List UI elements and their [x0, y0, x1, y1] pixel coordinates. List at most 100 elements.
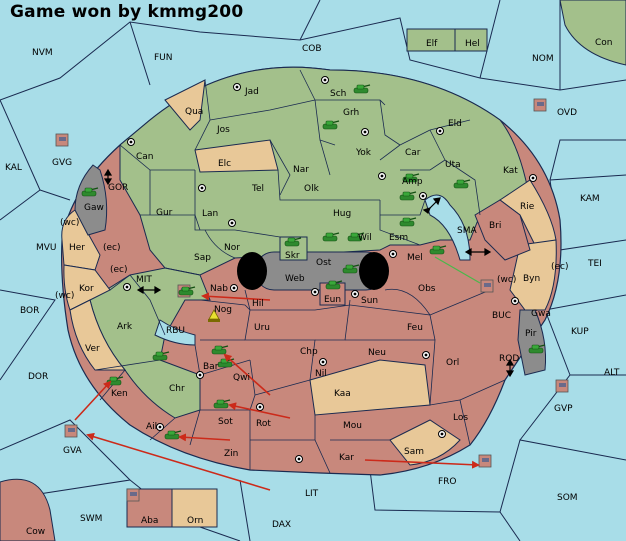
- fleet-ship-icon[interactable]: [533, 98, 547, 112]
- label-som: SOM: [557, 493, 578, 503]
- label-hug: Hug: [333, 209, 351, 219]
- label-con: Con: [595, 38, 613, 48]
- region-her[interactable]: [61, 209, 101, 271]
- label-mit: MIT: [136, 275, 152, 285]
- label-esm: Esm: [389, 233, 408, 243]
- region-bri[interactable]: [474, 199, 531, 261]
- label-buc: BUC: [492, 311, 511, 321]
- label-wc1: (wc): [60, 218, 79, 228]
- label-lit: LIT: [305, 489, 319, 499]
- label-gur: Gur: [156, 208, 173, 218]
- label-rot: Rot: [256, 419, 271, 429]
- fleet-ship-icon[interactable]: [55, 133, 69, 147]
- label-yok: Yok: [355, 148, 372, 158]
- label-can: Can: [136, 152, 154, 162]
- province-borders: [94, 69, 506, 474]
- label-ken: Ken: [111, 389, 128, 399]
- label-aba: Aba: [141, 516, 158, 526]
- label-gvg: GVG: [52, 158, 72, 168]
- label-elc: Elc: [218, 159, 231, 169]
- region-gaw[interactable]: [74, 164, 108, 236]
- label-sma: SMA: [457, 226, 477, 236]
- label-car: Car: [405, 148, 421, 158]
- label-sot: Sot: [218, 417, 233, 427]
- label-cob: COB: [302, 44, 322, 54]
- label-sam: Sam: [404, 447, 424, 457]
- fleet-ship-icon[interactable]: [478, 454, 492, 468]
- fleet-ship-icon[interactable]: [480, 279, 494, 293]
- label-chp: Chp: [300, 347, 318, 357]
- label-nil: Nil: [315, 369, 327, 379]
- label-gvp: GVP: [554, 404, 573, 414]
- label-nog: Nog: [214, 305, 232, 315]
- supply-center-icon: [438, 430, 446, 438]
- supply-center-icon: [378, 172, 386, 180]
- label-dor: DOR: [28, 372, 48, 382]
- fleet-ship-icon[interactable]: [555, 379, 569, 393]
- region-hel[interactable]: [454, 28, 488, 52]
- region-qua[interactable]: [164, 79, 206, 131]
- label-obs: Obs: [418, 284, 436, 294]
- region-cow[interactable]: [0, 478, 56, 541]
- supply-center-icon: [389, 250, 397, 258]
- label-mvu: MVU: [36, 243, 57, 253]
- label-rie: Rie: [520, 202, 535, 212]
- label-uta: Uta: [445, 160, 461, 170]
- water-sma: [424, 194, 471, 261]
- fleet-ship-icon[interactable]: [64, 424, 78, 438]
- label-eld: Eld: [448, 119, 462, 129]
- label-hil: Hil: [252, 299, 264, 309]
- label-olk: Olk: [304, 184, 320, 194]
- label-neu: Neu: [368, 348, 386, 358]
- label-swm: SWM: [80, 514, 102, 524]
- region-labels: NVM FUN COB NOM Con Elf Hel OVD KAL GVG …: [5, 38, 620, 537]
- label-ver: Ver: [85, 344, 100, 354]
- label-ec1: (ec): [103, 243, 121, 253]
- supply-center-icon: [419, 192, 427, 200]
- region-kor[interactable]: [63, 264, 111, 311]
- fleet-ship-icon[interactable]: [126, 488, 140, 502]
- label-nab: Nab: [210, 284, 228, 294]
- label-chr: Chr: [169, 384, 185, 394]
- supply-center-icon: [228, 219, 236, 227]
- supply-center-icon: [319, 358, 327, 366]
- label-web: Web: [285, 274, 305, 284]
- label-gva: GVA: [63, 446, 83, 456]
- label-bar: Bar: [203, 362, 219, 372]
- label-kat: Kat: [503, 166, 518, 176]
- region-rie[interactable]: [499, 179, 557, 246]
- label-sap: Sap: [194, 253, 211, 263]
- region-orn[interactable]: [171, 488, 218, 528]
- label-amp: Amp: [402, 177, 423, 187]
- supply-center-icon: [233, 83, 241, 91]
- label-mel: Mel: [407, 253, 423, 263]
- label-nvm: NVM: [32, 48, 53, 58]
- label-uru: Uru: [254, 323, 270, 333]
- label-hel: Hel: [465, 39, 480, 49]
- supply-center-icon: [311, 288, 319, 296]
- label-mou: Mou: [343, 421, 362, 431]
- label-her: Her: [69, 243, 85, 253]
- supply-center-icon: [295, 455, 303, 463]
- supply-center-icon: [156, 423, 164, 431]
- label-sch: Sch: [330, 89, 346, 99]
- supply-center-icon: [422, 351, 430, 359]
- label-los: Los: [453, 413, 468, 423]
- lake-cap-right: [359, 252, 389, 290]
- label-orn: Orn: [187, 516, 203, 526]
- label-tel: Tel: [251, 184, 264, 194]
- label-zin: Zin: [224, 449, 238, 459]
- label-ec3: (ec): [551, 262, 569, 272]
- label-gaw: Gaw: [84, 203, 104, 213]
- supply-center-icon: [529, 174, 537, 182]
- label-wc2: (wc): [55, 291, 74, 301]
- region-pir[interactable]: [517, 309, 546, 376]
- supply-center-icon: [127, 138, 135, 146]
- label-kor: Kor: [79, 284, 94, 294]
- region-kaa[interactable]: [309, 359, 431, 416]
- label-fro: FRO: [438, 477, 457, 487]
- supply-center-icon: [361, 128, 369, 136]
- label-ec2: (ec): [110, 265, 128, 275]
- label-wc3: (wc): [497, 275, 516, 285]
